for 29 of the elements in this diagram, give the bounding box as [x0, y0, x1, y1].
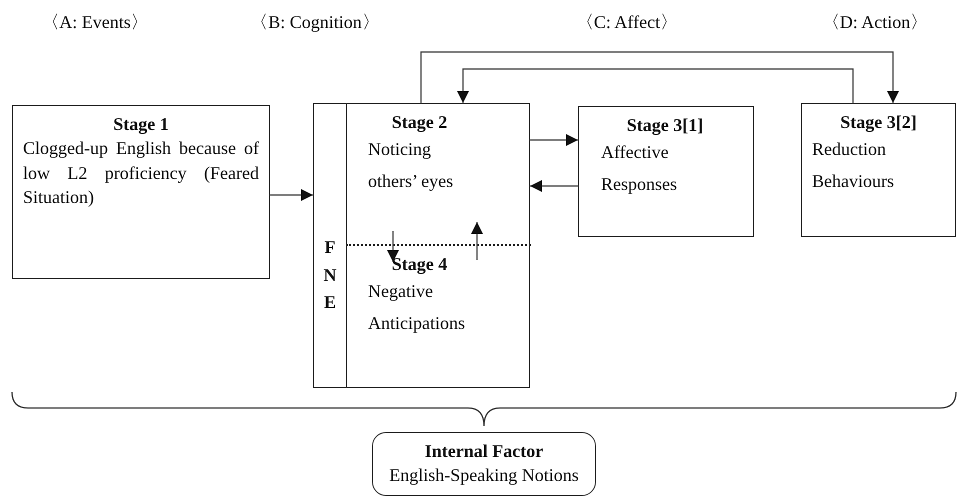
- stage-heading: Stage 1: [112, 113, 170, 136]
- stage-heading: Stage 3[2]: [839, 111, 918, 134]
- factor-box: [372, 432, 596, 496]
- stage-description: Clogged-up English because of low L2 proficiency (Feared Situation): [23, 137, 259, 209]
- arrow: [530, 134, 578, 146]
- stage-heading: Stage 2: [390, 111, 448, 134]
- column-heading: 〈D: Action〉: [822, 11, 928, 34]
- stage-box: [12, 105, 270, 279]
- column-heading: 〈C: Affect〉: [576, 11, 678, 34]
- stage-description: Reduction Behaviours: [812, 138, 895, 193]
- arrow: [270, 189, 313, 201]
- column-heading: 〈B: Cognition〉: [250, 11, 380, 34]
- arrow: [530, 180, 578, 192]
- stage-box: [801, 103, 956, 237]
- stage-heading: Stage 4: [390, 253, 448, 276]
- stage-description: Noticing others’ eyes: [368, 138, 454, 193]
- arrow: [457, 68, 854, 103]
- stage-description: English-Speaking Notions: [388, 464, 580, 488]
- stage-heading: Stage 3[1]: [626, 114, 704, 137]
- arrow: [420, 51, 899, 103]
- arrow: [471, 222, 483, 260]
- column-letters: F N E: [322, 236, 338, 314]
- arrow: [387, 231, 399, 262]
- column-heading: 〈A: Events〉: [41, 11, 149, 34]
- stage-description: Negative Anticipations: [368, 280, 466, 335]
- stage-box: [578, 106, 754, 237]
- stage-description: Affective Responses: [601, 141, 678, 196]
- group-box: [313, 103, 530, 388]
- stage-heading: Internal Factor: [424, 440, 544, 463]
